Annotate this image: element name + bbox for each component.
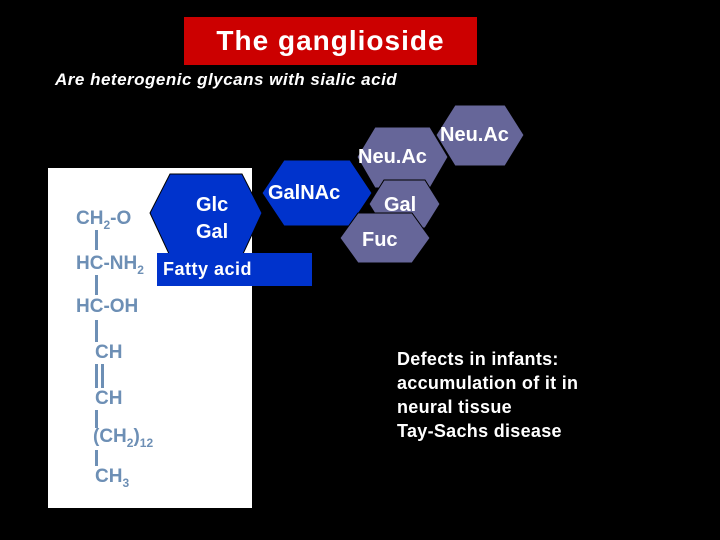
structure-ch2-12: (CH2)12 <box>93 426 154 450</box>
defects-line-1: Defects in infants: <box>397 349 559 369</box>
structure-hcoh: HC-OH <box>76 296 139 317</box>
structure-ch-b: CH <box>95 388 123 409</box>
glc-label: Glc <box>196 194 228 216</box>
defects-note: Defects in infants: accumulation of it i… <box>397 347 578 443</box>
bond-line <box>95 275 98 295</box>
subtitle: Are heterogenic glycans with sialic acid <box>55 70 398 89</box>
fuc-hexagon <box>339 212 431 264</box>
neuac-label-2: Neu.Ac <box>440 124 509 146</box>
double-bond-line <box>101 364 104 388</box>
gal-label-1: Gal <box>196 221 228 243</box>
bond-line <box>95 410 98 428</box>
bond-line <box>95 230 98 250</box>
structure-ch2o: CH2-O <box>76 208 132 232</box>
structure-ch3: CH3 <box>95 466 130 490</box>
double-bond-line <box>95 364 98 388</box>
structure-hcnh2: HC-NH2 <box>76 253 144 277</box>
page-title: The ganglioside <box>184 17 477 65</box>
neuac-label-1: Neu.Ac <box>358 146 427 168</box>
defects-line-3: neural tissue <box>397 397 512 417</box>
fuc-label: Fuc <box>362 229 398 251</box>
gal-label-2: Gal <box>384 194 416 216</box>
bond-line <box>95 450 98 466</box>
defects-line-4: Tay-Sachs disease <box>397 421 562 441</box>
bond-line <box>95 320 98 342</box>
structure-ch-a: CH <box>95 342 123 363</box>
defects-line-2: accumulation of it in <box>397 373 579 393</box>
galnac-label: GalNAc <box>268 182 340 204</box>
fatty-acid-label: Fatty acid <box>157 253 312 286</box>
neuac-hexagon-2 <box>435 104 525 167</box>
